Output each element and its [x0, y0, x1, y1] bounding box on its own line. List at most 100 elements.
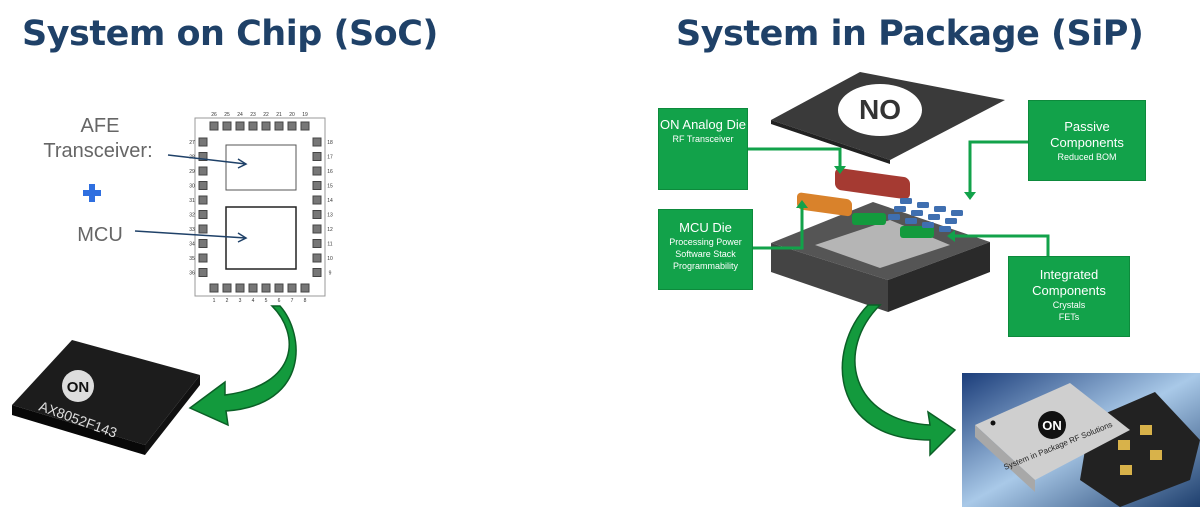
pin-number: 23 [250, 112, 256, 118]
passive-component [917, 202, 929, 208]
callout-line: Processing Power [669, 237, 742, 247]
chip-pin [312, 137, 322, 147]
transceiver-label: Transceiver: [43, 140, 153, 162]
pin-number: 18 [327, 140, 333, 146]
callout-heading: Passive Components [1050, 119, 1124, 150]
chip-pin [198, 239, 208, 248]
pin-number: 10 [327, 256, 333, 262]
pin-number: 17 [327, 155, 333, 161]
pin-number: 24 [237, 112, 243, 118]
chip-pin [198, 181, 208, 190]
chip-pin [235, 283, 245, 293]
callout-lines [747, 140, 1050, 256]
pin-number: 35 [189, 256, 195, 262]
sip-tray [771, 202, 990, 312]
chip-pin [300, 283, 310, 293]
callout-mcu-die: MCU Die Processing Power Software Stack … [658, 209, 753, 290]
pin-number: 8 [304, 298, 307, 304]
chip-pin [312, 224, 322, 234]
pin-number: 2 [226, 298, 229, 304]
callout-integrated-components: Integrated Components Crystals FETs [1008, 256, 1130, 337]
chip-pin [312, 239, 322, 248]
passive-component [922, 222, 934, 228]
callout-line: Programmability [672, 261, 739, 271]
pin-number: 36 [189, 271, 195, 277]
chip-pin [248, 121, 258, 131]
product-logo-text: ON [1042, 418, 1062, 433]
pin-number: 1 [213, 298, 216, 304]
pin-number: 11 [327, 242, 332, 248]
pin-number: 14 [327, 198, 333, 204]
passive-component [939, 226, 951, 232]
callout-line: Reduced BOM [1057, 152, 1117, 162]
callout-passive-components: Passive Components Reduced BOM [1028, 100, 1146, 181]
pin-number: 33 [189, 227, 195, 233]
pin-number: 21 [276, 112, 282, 118]
chip-pin [274, 121, 284, 131]
chip-pin [198, 195, 208, 205]
pin-number: 13 [327, 213, 333, 219]
chip-pin [198, 137, 208, 147]
chip-pin [248, 283, 258, 293]
chip-pin [287, 283, 297, 293]
pin-number: 15 [327, 184, 333, 190]
mcu-label: MCU [77, 224, 123, 246]
passive-component [894, 206, 906, 212]
pin-number: 3 [239, 298, 242, 304]
chip-pin [312, 152, 322, 161]
chip-pin [312, 210, 322, 219]
chip-pin [312, 253, 322, 263]
passive-component [951, 210, 963, 216]
mcu-die [797, 192, 852, 217]
chip-pin [198, 224, 208, 234]
pin-number: 27 [189, 140, 195, 146]
callout-line: Software Stack [675, 249, 736, 259]
passive-component [911, 210, 923, 216]
chip-pin [198, 152, 208, 161]
on-logo-icon [62, 370, 94, 402]
passive-component [900, 198, 912, 204]
callout-line: FETs [1058, 312, 1080, 322]
pin-number: 7 [291, 298, 294, 304]
passive-component [934, 206, 946, 212]
chip-pin [209, 283, 219, 293]
callout-heading: Integrated Components [1032, 267, 1106, 298]
pin-number: 12 [327, 227, 333, 233]
callout-heading: MCU Die [679, 220, 732, 235]
sip-lid: ON [771, 72, 1005, 164]
sip-title: System in Package (SiP) [676, 14, 1144, 54]
chip-pin [198, 210, 208, 219]
integrated-component [900, 226, 934, 238]
pin-number: 34 [189, 242, 195, 248]
callout-line: Crystals [1052, 300, 1086, 310]
chip-pin [222, 283, 232, 293]
integrated-component [852, 213, 886, 225]
plus-icon [83, 184, 101, 202]
product-on-logo-icon [1038, 411, 1066, 439]
callout-heading: ON Analog Die [660, 117, 746, 132]
chip-pin [312, 268, 322, 277]
pin-number: 6 [278, 298, 281, 304]
passive-component [888, 214, 900, 220]
afe-die-block [225, 144, 297, 191]
chip-pin [261, 283, 271, 293]
pin-number: 5 [265, 298, 268, 304]
callout-analog-die: ON Analog Die RF Transceiver [658, 108, 748, 190]
afe-label: AFE [80, 115, 120, 137]
soc-die-layout: 2625242322212019123456782728293031323334… [189, 112, 333, 304]
callout-line: RF Transceiver [672, 134, 734, 144]
lid-logo-text: ON [859, 94, 901, 125]
pin-number: 32 [189, 213, 195, 219]
chip-pin [274, 283, 284, 293]
chip-pin [198, 166, 208, 176]
afe-arrow [167, 154, 247, 165]
pin-number: 31 [189, 198, 195, 204]
chip-pin [287, 121, 297, 131]
passive-components [888, 198, 963, 232]
soc-title: System on Chip (SoC) [22, 14, 438, 54]
soc-curved-arrow [188, 305, 297, 427]
sip-product-photo: ON System in Package RF Solutions [962, 373, 1200, 507]
chip-pin [198, 253, 208, 263]
chip-pin [312, 195, 322, 205]
